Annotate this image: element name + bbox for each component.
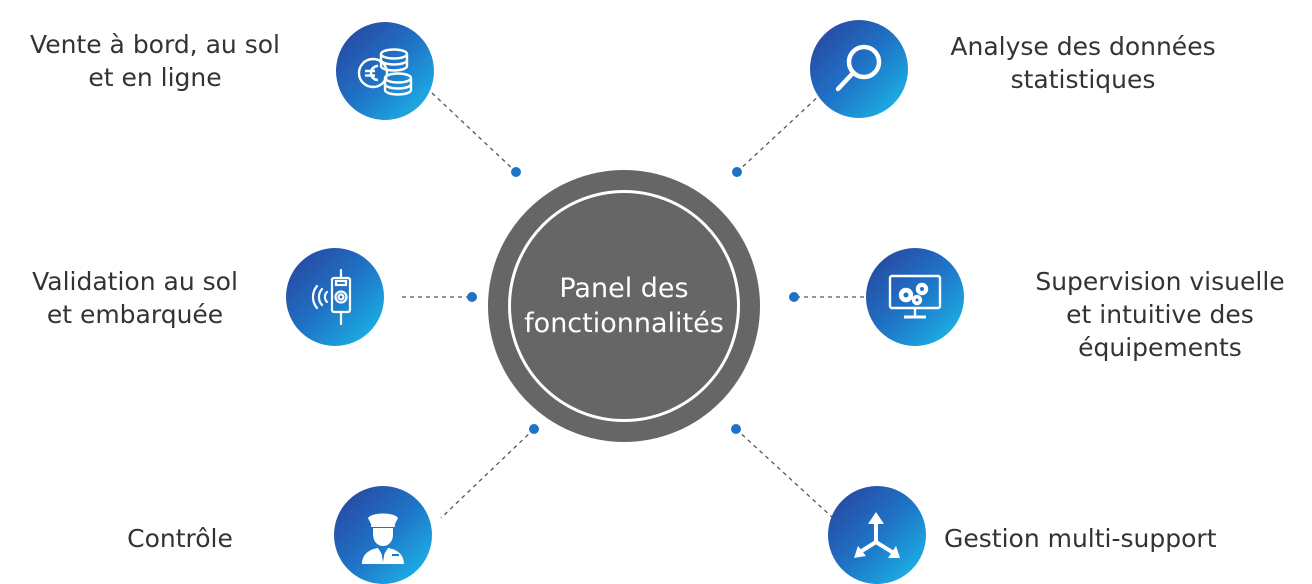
feature-supervision bbox=[866, 248, 964, 346]
feature-control bbox=[334, 486, 432, 584]
feature-supervision-label-line1: Supervision visuelle bbox=[1035, 267, 1285, 296]
connector-line-analysis bbox=[736, 92, 823, 173]
feature-analysis-label-line2: statistiques bbox=[1010, 65, 1156, 94]
connector-line-multisupport bbox=[735, 428, 834, 519]
feature-validation bbox=[286, 248, 384, 346]
feature-analysis-label-line1: Analyse des données bbox=[950, 32, 1216, 61]
connector-dot-validation bbox=[467, 292, 477, 302]
feature-analysis-label: Analyse des données statistiques bbox=[918, 30, 1248, 96]
controller-officer-icon bbox=[362, 513, 404, 564]
feature-multisupport bbox=[828, 486, 926, 584]
connector-dot-multisupport bbox=[731, 424, 741, 434]
feature-validation-label-line2: et embarquée bbox=[46, 300, 224, 329]
connector-dot-supervision bbox=[789, 292, 799, 302]
hub-title: Panel des fonctionnalités bbox=[524, 271, 724, 341]
hub-title-line2: fonctionnalités bbox=[524, 308, 724, 339]
feature-supervision-label: Supervision visuelle et intuitive des éq… bbox=[1010, 265, 1310, 364]
feature-supervision-label-line2: et intuitive des bbox=[1066, 300, 1254, 329]
feature-multisupport-label-line1: Gestion multi-support bbox=[944, 524, 1217, 553]
magnifier-icon bbox=[835, 44, 882, 92]
feature-sales-label-line2: et en ligne bbox=[88, 63, 222, 92]
feature-validation-label: Validation au sol et embarquée bbox=[0, 265, 270, 331]
connector-dot-control bbox=[529, 424, 539, 434]
feature-analysis bbox=[810, 20, 908, 118]
central-hub: Panel des fonctionnalités bbox=[488, 170, 760, 442]
connector-line-sales bbox=[431, 92, 517, 173]
multi-direction-arrows-icon bbox=[854, 512, 900, 558]
feature-control-label-line1: Contrôle bbox=[127, 524, 233, 553]
hub-ring: Panel des fonctionnalités bbox=[508, 190, 740, 422]
hub-title-line1: Panel des bbox=[559, 273, 689, 304]
connector-line-control bbox=[440, 428, 535, 519]
feature-supervision-label-line3: équipements bbox=[1078, 333, 1242, 362]
euro-coins-icon bbox=[357, 48, 413, 96]
feature-sales bbox=[336, 22, 434, 120]
feature-validation-label-line1: Validation au sol bbox=[32, 267, 238, 296]
validator-nfc-icon bbox=[311, 268, 352, 326]
connector-dot-analysis bbox=[732, 167, 742, 177]
feature-multisupport-label: Gestion multi-support bbox=[944, 522, 1274, 555]
feature-control-label: Contrôle bbox=[100, 522, 260, 555]
feature-sales-label: Vente à bord, au sol et en ligne bbox=[4, 28, 306, 94]
feature-sales-label-line1: Vente à bord, au sol bbox=[30, 30, 280, 59]
connector-dot-sales bbox=[511, 167, 521, 177]
monitor-gears-icon bbox=[888, 274, 942, 319]
